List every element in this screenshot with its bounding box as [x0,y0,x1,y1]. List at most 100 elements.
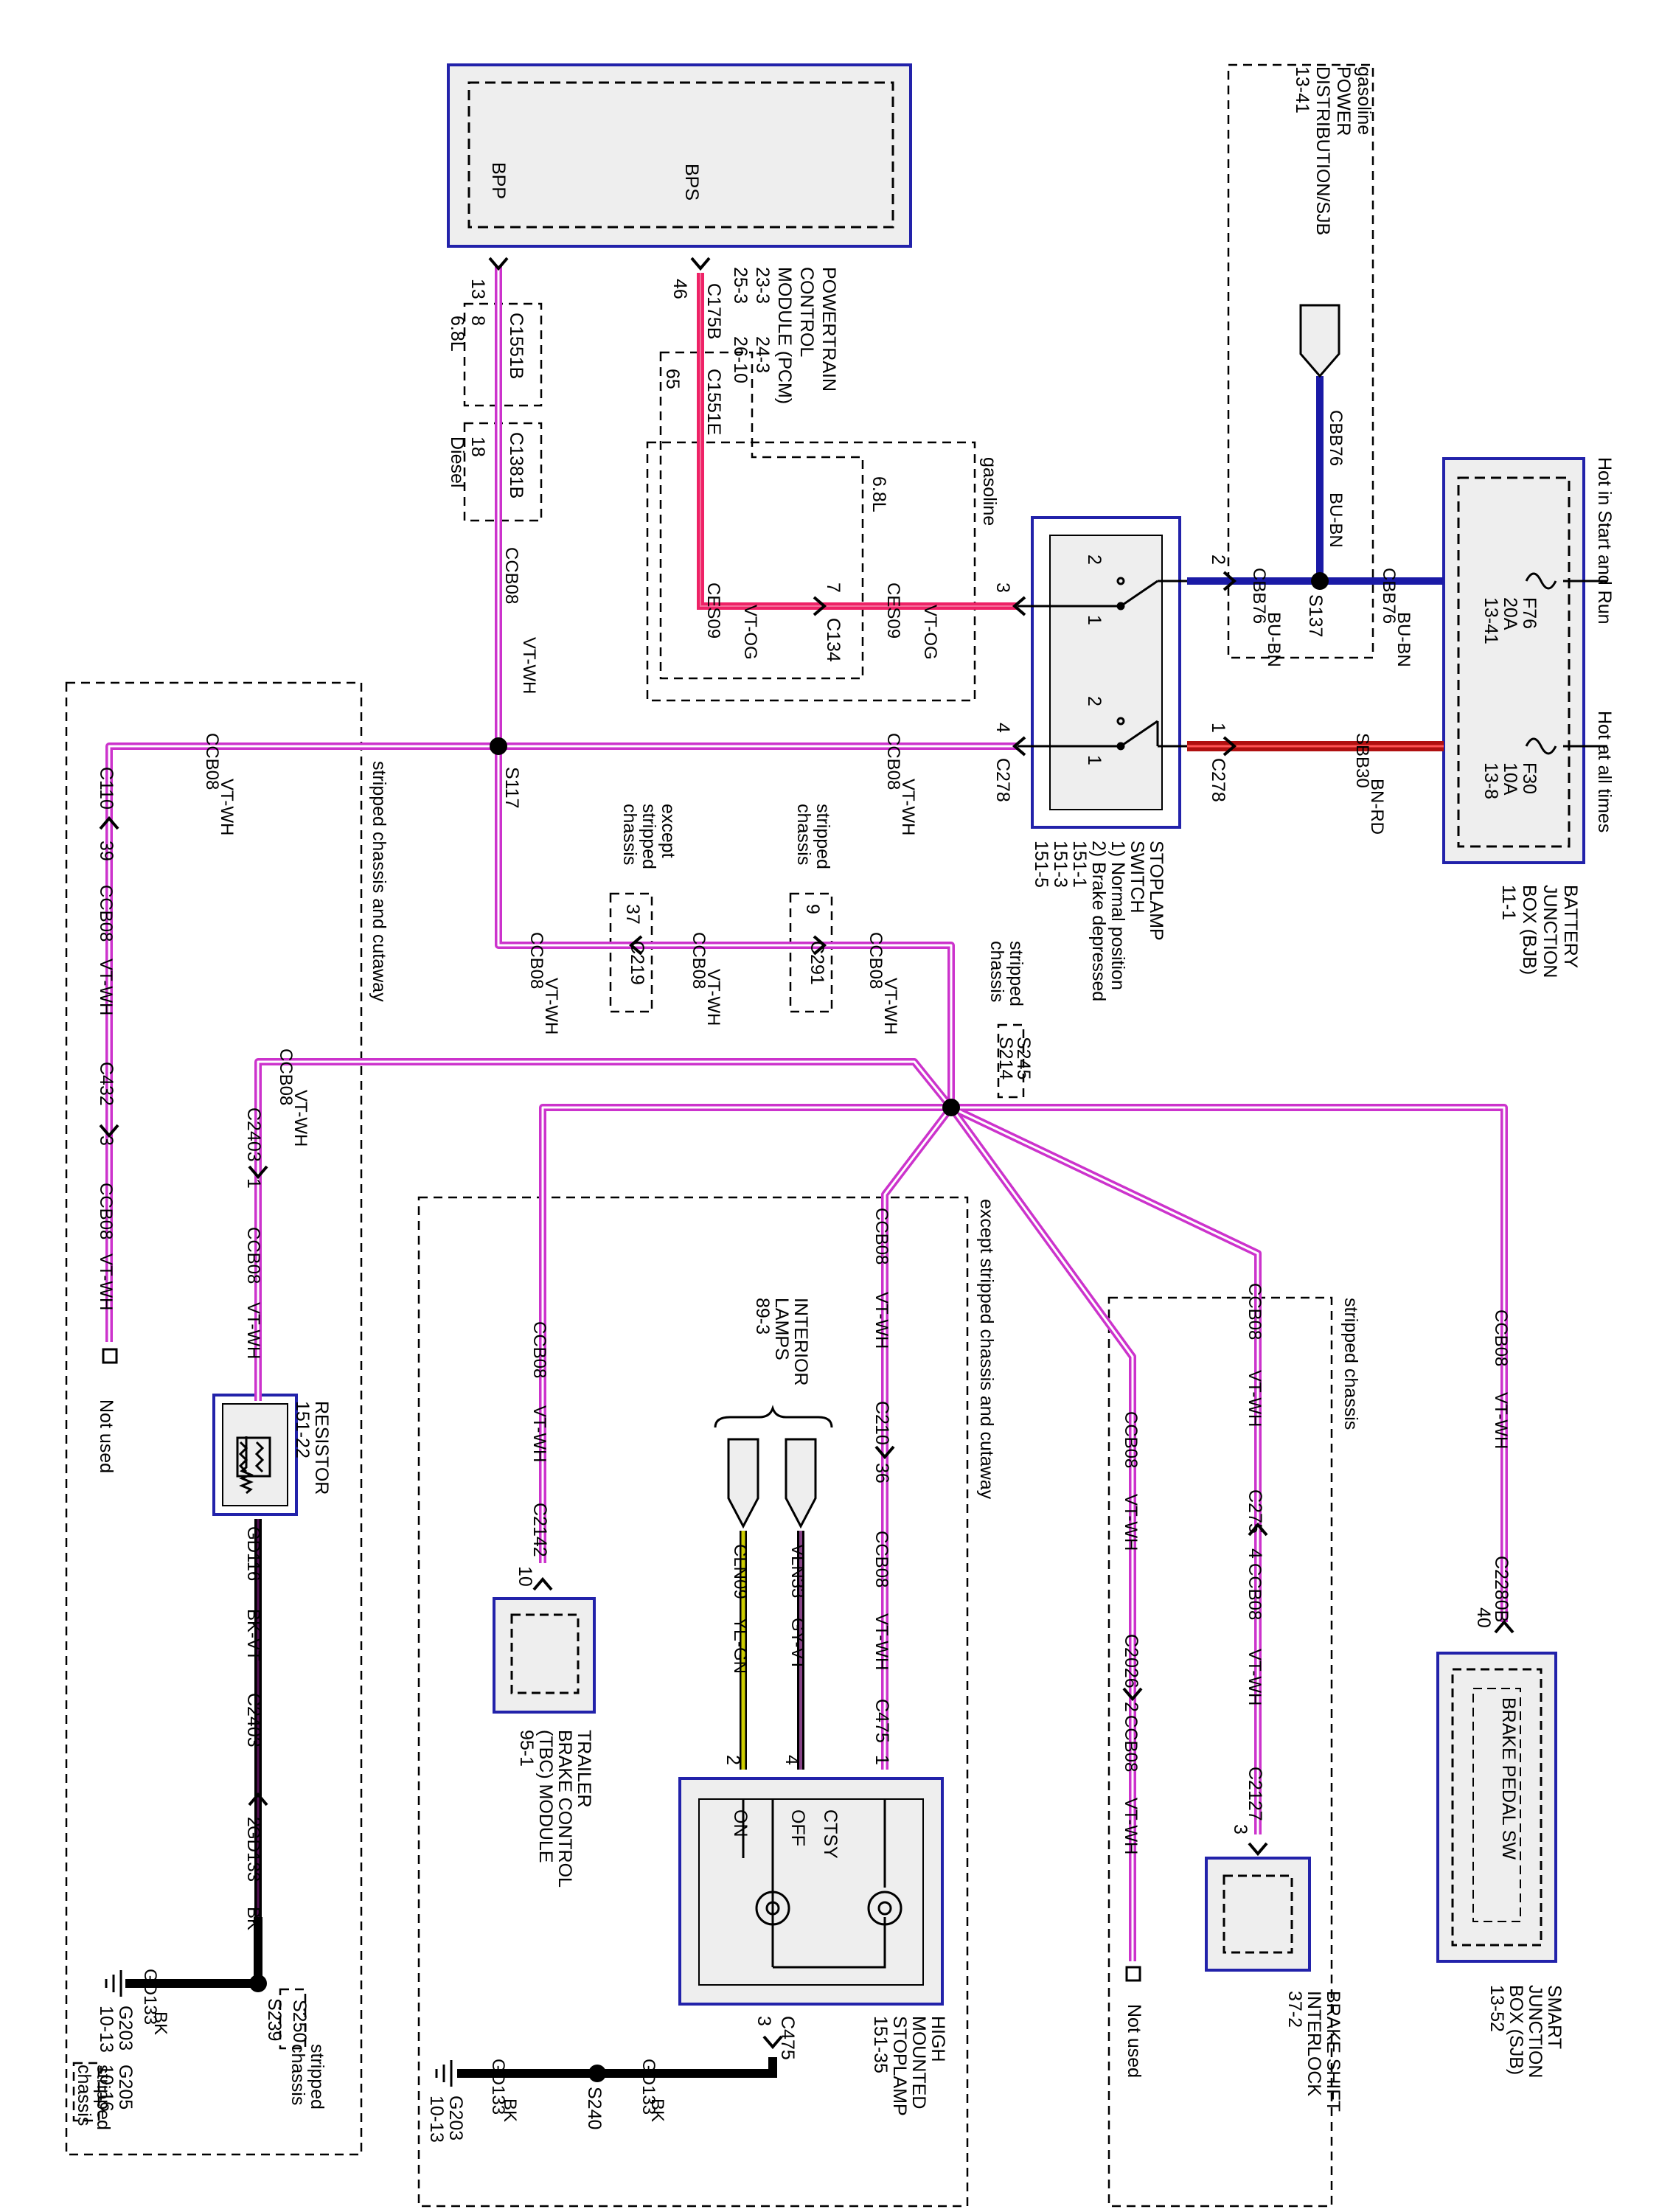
tbc-title: BRAKE CONTROL [554,1730,575,1888]
power-dist-title: DISTRIBUTION/SJB [1312,66,1333,235]
wire-label: CCB08 [872,1531,891,1587]
connector-label: C275 [1245,1489,1265,1534]
option-label: gasoline [1354,66,1374,135]
wire-label: CCB08 [96,885,116,942]
pin-label: 3 [992,582,1013,593]
wire-gd133 [125,1917,777,2078]
option-label: stripped chassis and cutaway [369,761,389,1002]
connector-label: C2142 [529,1503,550,1557]
option-label: except [658,804,678,858]
connector-label: C1551B [506,313,526,379]
wire-label: VT-OG [740,605,760,660]
connector-label: C291 [807,941,827,985]
wire-label: VT-WH [1245,1370,1265,1427]
wire-label: GY-VT [787,1618,807,1670]
brake-shift-interlock-module [1205,1857,1311,1972]
ground-label: G205 [115,2065,136,2110]
switch-contacts [1106,577,1161,751]
interior-ref: 89-3 [752,1298,773,1335]
wire-label: BN-RD [1367,779,1387,835]
bsi-title: INTERLOCK [1304,1991,1324,2096]
pin-label: 1 [243,1178,264,1189]
pin-label: 4 [782,1755,802,1765]
wire-label: CCB08 [96,1183,116,1239]
option-label: stripped chassis [1340,1298,1361,1430]
wire-label: VT-WH [872,1613,891,1670]
resistor-title: RESISTOR [311,1401,332,1495]
fuse-label: 10A [1500,762,1520,796]
switch-ref: 151-3 [1050,841,1071,888]
wire-label: BU-BN [1264,612,1284,667]
pcm-title-2: CONTROL [796,267,817,357]
pin-label: 4 [992,723,1013,733]
hmsl-title: MOUNTED [908,2016,929,2109]
switch-note: 2) Brake depressed [1088,841,1109,1001]
switch-pos: 2 [1084,554,1105,565]
wire-label: GD133 [140,1969,160,2025]
option-label: chassis [288,2044,308,2105]
hmsl-ctsy: CTSY [820,1809,841,1859]
ground-label: G203 [115,2006,136,2051]
connector-label: C175B [703,283,724,339]
power-note: Hot at all times [1594,711,1615,832]
pin-label: 65 [662,369,683,389]
wire-label: VT-WH [96,1253,116,1310]
connector-label: C475 [872,1699,892,1743]
fuse-icons [1525,572,1557,755]
connector-label: C1551E [703,369,724,435]
splice-label: S214 [995,1037,1016,1079]
wire-label: CCB08 [883,733,903,790]
pcm-module [447,63,912,248]
pin-label: 3 [96,1135,116,1146]
fuse-label: 20A [1500,597,1520,630]
wire-label: CCB08 [1245,1563,1265,1620]
interior-title: LAMPS [771,1298,792,1360]
pin-label: 2 [1208,554,1228,565]
wire-label: YE-GN [730,1618,750,1674]
wire-label: VT-WH [1121,1798,1141,1854]
power-dist-ref: 13-41 [1292,66,1312,114]
fuse-label: F76 [1519,597,1540,629]
bsi-ref: 37-2 [1284,1991,1305,2028]
pin-label: 8 [467,316,488,326]
ground-label: 10-13 [96,2006,116,2053]
tbc-ref: 95-1 [516,1730,537,1767]
fuse-label: 13-41 [1481,597,1501,644]
wire-label: CCB08 [866,932,886,989]
ground-label: 10-16 [96,2065,116,2112]
pin-label: 39 [96,841,116,861]
pin-label: 2 [1121,1702,1141,1712]
splice-label: S250 [289,2000,310,2042]
bjb-module [1442,457,1585,864]
wire-ccb08-network [105,265,1508,1961]
connector-label: C475 [777,2016,798,2060]
bsi-title: BRAKE SHIFT [1323,1991,1343,2112]
wire-label: BK [243,1907,263,1930]
power-dist-title: POWER [1333,66,1354,136]
wire-label: CCB08 [1491,1310,1511,1366]
connector-label: C1381B [506,432,526,498]
bjb-title: BOX (BJB) [1519,885,1540,975]
bjb-ref: 11-1 [1498,885,1519,920]
interior-title: INTERIOR [790,1298,811,1385]
pcm-pin-bpp: BPP [488,162,509,199]
pin-label: 1 [872,1755,892,1765]
switch-pos: 1 [1084,755,1105,765]
option-label: stripped [1006,941,1026,1006]
switch-pos: 1 [1084,615,1105,625]
wire-label: GD133 [639,2059,658,2115]
wire-label: CCB08 [1245,1283,1265,1340]
connector-label: C278 [992,758,1013,802]
fuse-label: F30 [1519,762,1540,794]
wire-label: CES09 [883,582,903,639]
sjb-module [1436,1652,1557,1963]
pin-label: 1 [1208,723,1228,733]
wire-label: VT-WH [217,779,237,835]
wire-label: CCB08 [526,932,546,989]
wire-label: CES09 [703,582,723,639]
wire-label: VLN33 [787,1544,807,1598]
option-label: chassis [619,804,640,865]
wire-cbb76 [1187,376,1444,585]
wire-label: CCB08 [689,932,709,989]
